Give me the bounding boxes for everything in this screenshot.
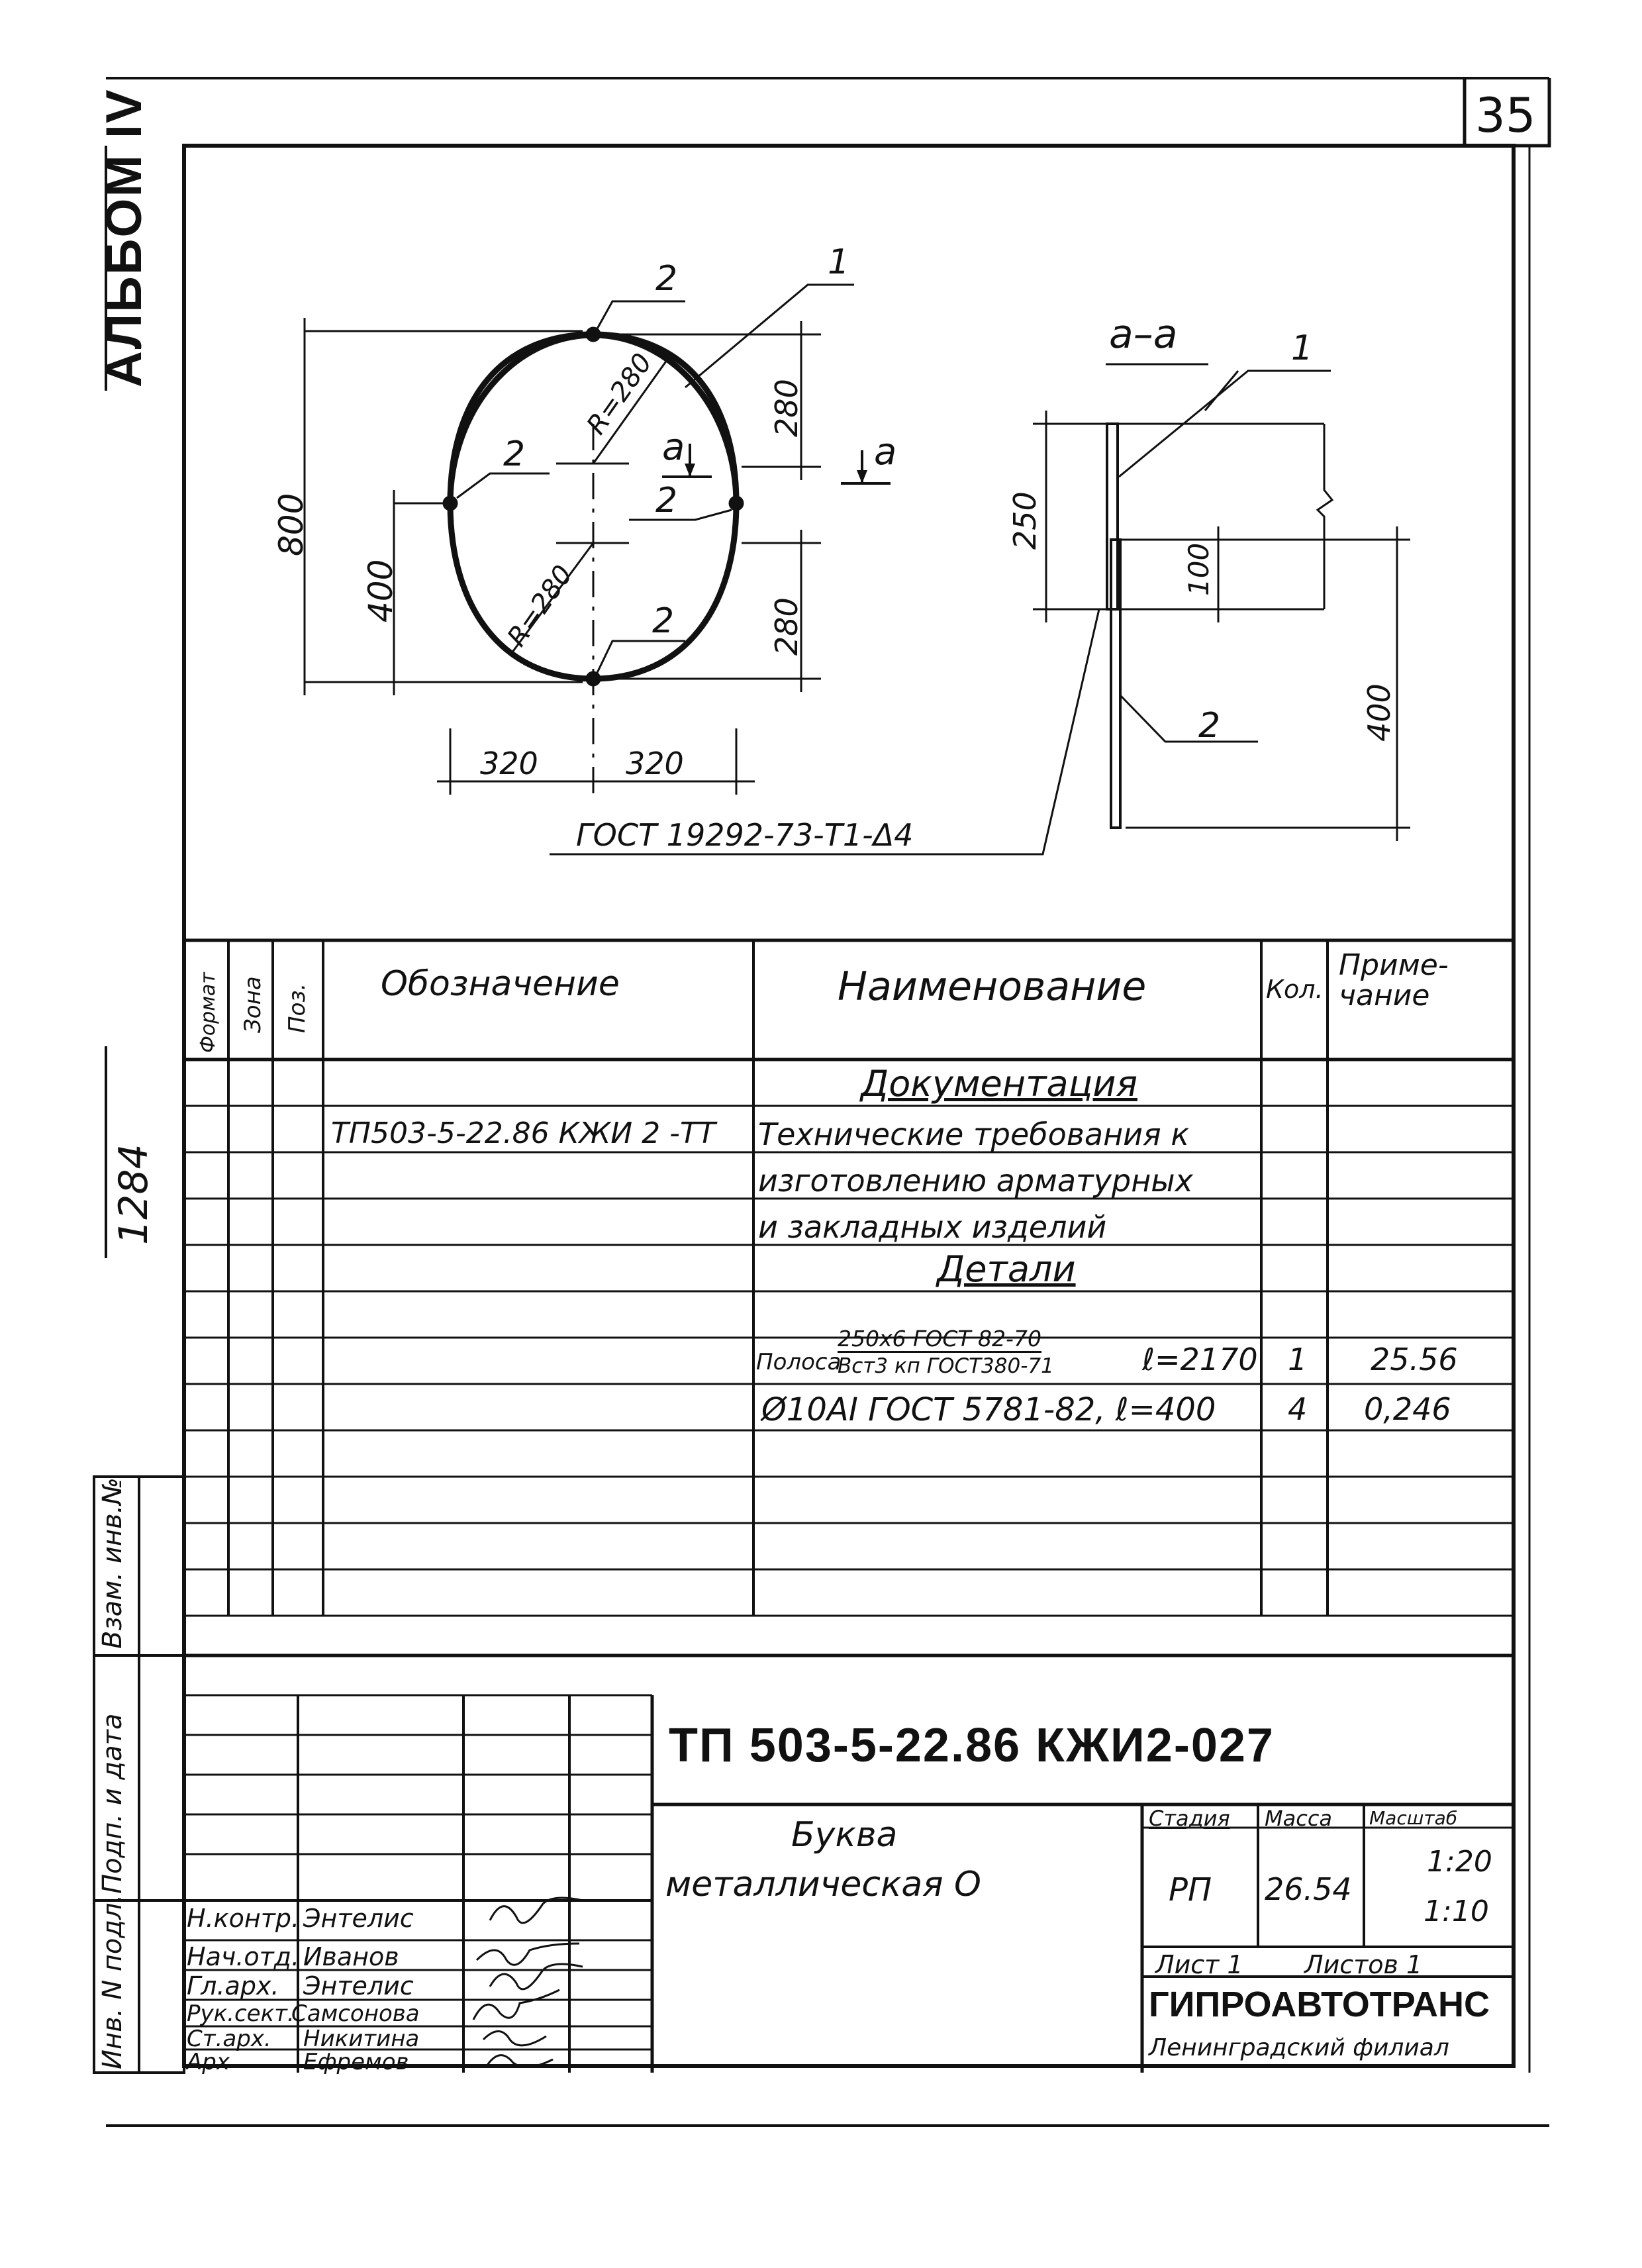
section-mark-1: а bbox=[662, 426, 685, 469]
dim-400-section: 400 bbox=[1361, 683, 1397, 742]
stage-value: РП bbox=[1169, 1871, 1212, 1908]
col-name-header: Наименование bbox=[838, 963, 1147, 1010]
section-docs-title: Документация bbox=[861, 1063, 1137, 1105]
page-number: 35 bbox=[1475, 87, 1536, 143]
section-mark-2: а bbox=[874, 430, 897, 473]
pos-2-top: 2 bbox=[655, 259, 678, 299]
role-label: Нач.отд. bbox=[187, 1942, 300, 1971]
dim-100: 100 bbox=[1183, 542, 1215, 596]
section-view bbox=[1033, 363, 1410, 841]
organization-branch: Ленинградский филиал bbox=[1149, 2034, 1449, 2061]
role-name: Самсонова bbox=[291, 2000, 420, 2027]
pos-2-left: 2 bbox=[503, 434, 526, 474]
doc-designation: ТП503-5-22.86 КЖИ 2 -ТТ bbox=[331, 1116, 716, 1150]
mass-value: 26.54 bbox=[1265, 1871, 1352, 1907]
pos-2-right: 2 bbox=[655, 481, 678, 520]
part1-den: Вст3 кп ГОСТ380-71 bbox=[838, 1354, 1054, 1378]
section-title: а–а bbox=[1109, 311, 1178, 358]
role-label: Рук.сект. bbox=[187, 2000, 295, 2027]
drawing-code: ТП 503-5-22.86 КЖИ2-027 bbox=[669, 1719, 1275, 1772]
plan-view bbox=[303, 283, 1100, 856]
stage-header: Стадия bbox=[1149, 1806, 1230, 1831]
page-number-box bbox=[1463, 78, 1551, 148]
dim-280-bottom: 280 bbox=[769, 597, 804, 656]
inventory-number: 1284 bbox=[111, 1144, 157, 1245]
sheet-number: Лист 1 bbox=[1155, 1950, 1243, 1979]
scale-header: Масштаб bbox=[1369, 1807, 1458, 1829]
signatures bbox=[472, 1897, 583, 2068]
weld-callout: ГОСТ 19292-73-Т1-Δ4 bbox=[576, 817, 914, 853]
podp-data-label: Подп. и дата bbox=[97, 1713, 128, 1894]
part1-length: ℓ=2170 bbox=[1142, 1342, 1258, 1377]
vzam-inv-label: Взам. инв.№ bbox=[97, 1477, 128, 1649]
organization: ГИПРОАВТОТРАНС bbox=[1149, 1985, 1490, 2024]
part1-num: 250х6 ГОСТ 82-70 bbox=[838, 1326, 1041, 1353]
pos-1-top: 1 bbox=[828, 242, 850, 282]
part1-qty: 1 bbox=[1288, 1342, 1308, 1377]
mass-header: Масса bbox=[1265, 1806, 1333, 1831]
scale-value-1: 1:20 bbox=[1427, 1845, 1492, 1879]
sheet-total: Листов 1 bbox=[1304, 1950, 1423, 1979]
section-parts-title: Детали bbox=[937, 1248, 1076, 1290]
dim-280-top: 280 bbox=[769, 379, 804, 437]
role-label: Арх bbox=[187, 2049, 230, 2075]
drawing-title-line-1: Буква bbox=[791, 1815, 898, 1855]
doc-name-line-3: и закладных изделий bbox=[758, 1209, 1107, 1245]
role-label: Гл.арх. bbox=[187, 1971, 279, 2000]
role-name: Энтелис bbox=[303, 1904, 414, 1933]
drawing-title-line-2: металлическая О bbox=[665, 1865, 981, 1904]
dim-400: 400 bbox=[362, 559, 400, 622]
part2-note: 0,246 bbox=[1364, 1391, 1451, 1427]
doc-name-line-2: изготовлению арматурных bbox=[758, 1163, 1193, 1199]
album-label: АЛЬБОМ IV bbox=[96, 88, 152, 387]
role-name: Энтелис bbox=[303, 1971, 414, 2000]
col-zone-header: Зона bbox=[240, 976, 266, 1033]
part2-name: Ø10АI ГОСТ 5781-82, ℓ=400 bbox=[761, 1391, 1216, 1428]
col-pos-header: Поз. bbox=[284, 983, 311, 1033]
col-format-header: Формат bbox=[197, 972, 220, 1053]
dim-320-right: 320 bbox=[626, 746, 684, 781]
dim-320-left: 320 bbox=[480, 746, 538, 781]
role-name: Иванов bbox=[303, 1942, 399, 1971]
scale-value-2: 1:10 bbox=[1424, 1895, 1489, 1928]
dim-800: 800 bbox=[272, 493, 311, 556]
role-label: Н.контр. bbox=[187, 1904, 300, 1933]
doc-name-line-1: Технические требования к bbox=[758, 1116, 1190, 1152]
section-pos-2: 2 bbox=[1198, 706, 1221, 746]
col-note-header: Приме- чание bbox=[1339, 948, 1449, 1013]
col-designation-header: Обозначение bbox=[381, 964, 620, 1004]
title-block-grid bbox=[184, 1694, 1514, 2073]
role-name: Никитина bbox=[303, 2026, 420, 2052]
role-name: Ефремов bbox=[303, 2049, 409, 2075]
dim-250: 250 bbox=[1007, 491, 1043, 550]
spec-table-grid bbox=[184, 938, 1514, 1657]
col-qty-header: Кол. bbox=[1266, 975, 1324, 1004]
role-label: Ст.арх. bbox=[187, 2026, 271, 2052]
inv-podl-label: Инв. N подл. bbox=[97, 1894, 128, 2069]
section-pos-1: 1 bbox=[1291, 328, 1314, 368]
part1-prefix: Полоса bbox=[756, 1349, 842, 1375]
part2-qty: 4 bbox=[1288, 1391, 1308, 1427]
pos-2-bottom: 2 bbox=[652, 601, 675, 641]
part1-note: 25.56 bbox=[1371, 1342, 1458, 1377]
